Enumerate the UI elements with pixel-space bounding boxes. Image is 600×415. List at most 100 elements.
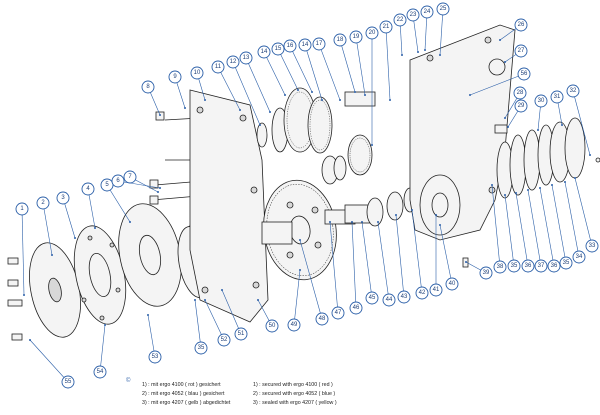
clutch-springs — [496, 117, 586, 199]
callout-label: 35 — [563, 260, 570, 266]
leader-line — [62, 197, 76, 239]
leader-dot — [29, 339, 31, 341]
callout-49: 49 — [287, 318, 301, 332]
leader-dot — [504, 194, 506, 196]
leader-dot — [339, 99, 341, 101]
legend-row-en: 3) : sealed with ergo 4207 ( yellow ) — [253, 400, 337, 406]
callout-21: 21 — [379, 20, 393, 34]
callout-label: 37 — [538, 263, 545, 269]
callout-35: 35 — [194, 341, 208, 355]
leader-dot — [504, 61, 506, 63]
leader-line — [439, 224, 453, 285]
leader-line — [99, 324, 106, 373]
callout-label: 1 — [20, 206, 24, 212]
callout-12: 12 — [226, 55, 240, 69]
callout-label: 10 — [194, 70, 201, 76]
callout-53: 53 — [148, 350, 162, 364]
callout-circle — [312, 37, 326, 51]
callout-9: 9 — [168, 70, 182, 84]
legend-row-de: 1) : mit ergo 4100 ( rot ) gesichert — [142, 382, 221, 388]
flange-plate — [73, 225, 127, 325]
leader-dot — [515, 192, 517, 194]
callout-19: 19 — [349, 30, 363, 44]
callout-54: 54 — [93, 365, 107, 379]
leader-dot — [157, 191, 159, 193]
leader-dot — [74, 237, 76, 239]
callout-6: 6 — [111, 174, 125, 188]
leader-dot — [329, 221, 331, 223]
callout-label: 26 — [518, 22, 525, 28]
legend-row: 2) : mit ergo 4052 ( blau ) gesichert 2)… — [120, 390, 440, 399]
leader-line — [385, 26, 391, 101]
leader-dot — [551, 184, 553, 186]
callout-label: 6 — [116, 178, 120, 184]
callout-label: 32 — [570, 88, 577, 94]
callout-circle — [436, 2, 450, 16]
callout-label: 33 — [589, 243, 596, 249]
callout-label: 2 — [41, 200, 45, 206]
callout-43: 43 — [397, 290, 411, 304]
leader-dot — [499, 39, 501, 41]
callout-circle — [331, 306, 345, 320]
callout-52: 52 — [217, 333, 231, 347]
leader-line — [318, 43, 341, 101]
leader-line — [87, 188, 96, 229]
leader-line — [232, 61, 261, 126]
callout-label: 8 — [146, 84, 150, 90]
leader-dot — [354, 91, 356, 93]
leader-dot — [299, 269, 301, 271]
callout-label: 36 — [551, 263, 558, 269]
leader-dot — [204, 99, 206, 101]
bearings — [366, 187, 417, 227]
leader-dot — [104, 324, 106, 326]
leader-line — [217, 66, 241, 111]
callout-label: 9 — [173, 74, 177, 80]
leader-dot — [401, 54, 403, 56]
leader-dot — [284, 94, 286, 96]
callout-label: 51 — [238, 331, 245, 337]
leader-line — [351, 221, 357, 309]
leader-dot — [389, 99, 391, 101]
callout-circle — [517, 67, 531, 81]
callout-label: 14 — [302, 42, 309, 48]
leader-dot — [257, 299, 259, 301]
callout-circle — [349, 30, 363, 44]
leader-line — [539, 187, 555, 267]
leader-line — [395, 214, 405, 298]
legend-row-de: 2) : mit ergo 4052 ( blau ) gesichert — [142, 391, 225, 397]
housing-cover — [189, 89, 269, 323]
callout-44: 44 — [382, 293, 396, 307]
leader-dot — [204, 299, 206, 301]
callout-label: 41 — [433, 287, 440, 293]
callout-circle — [513, 86, 527, 100]
callout-41: 41 — [429, 283, 443, 297]
callout-circle — [123, 170, 137, 184]
leader-dot — [439, 224, 441, 226]
callout-27: 27 — [514, 44, 528, 58]
gear-middle — [321, 91, 376, 185]
callout-circle — [148, 350, 162, 364]
callout-label: 34 — [576, 254, 583, 260]
leader-dot — [239, 109, 241, 111]
legend-row-en: 1) : secured with ergo 4100 ( red ) — [253, 382, 333, 388]
callout-label: 55 — [65, 379, 72, 385]
callout-circle — [257, 45, 271, 59]
leader-dot — [527, 189, 529, 191]
leader-line — [147, 314, 156, 358]
leader-line — [504, 194, 515, 267]
leader-dot — [147, 314, 149, 316]
callout-label: 40 — [449, 281, 456, 287]
callout-circle — [283, 39, 297, 53]
callout-label: 45 — [369, 295, 376, 301]
leader-dot — [311, 91, 313, 93]
legend-row-en: 2) : secured with ergo 4052 ( blue ) — [253, 391, 336, 397]
callout-label: 44 — [386, 297, 393, 303]
callout-42: 42 — [415, 286, 429, 300]
callout-24: 24 — [420, 5, 434, 19]
leader-dot — [504, 117, 506, 119]
callout-circle — [572, 250, 586, 264]
leader-dot — [411, 209, 413, 211]
leader-line — [304, 44, 323, 101]
leader-dot — [377, 221, 379, 223]
callout-circle — [298, 38, 312, 52]
